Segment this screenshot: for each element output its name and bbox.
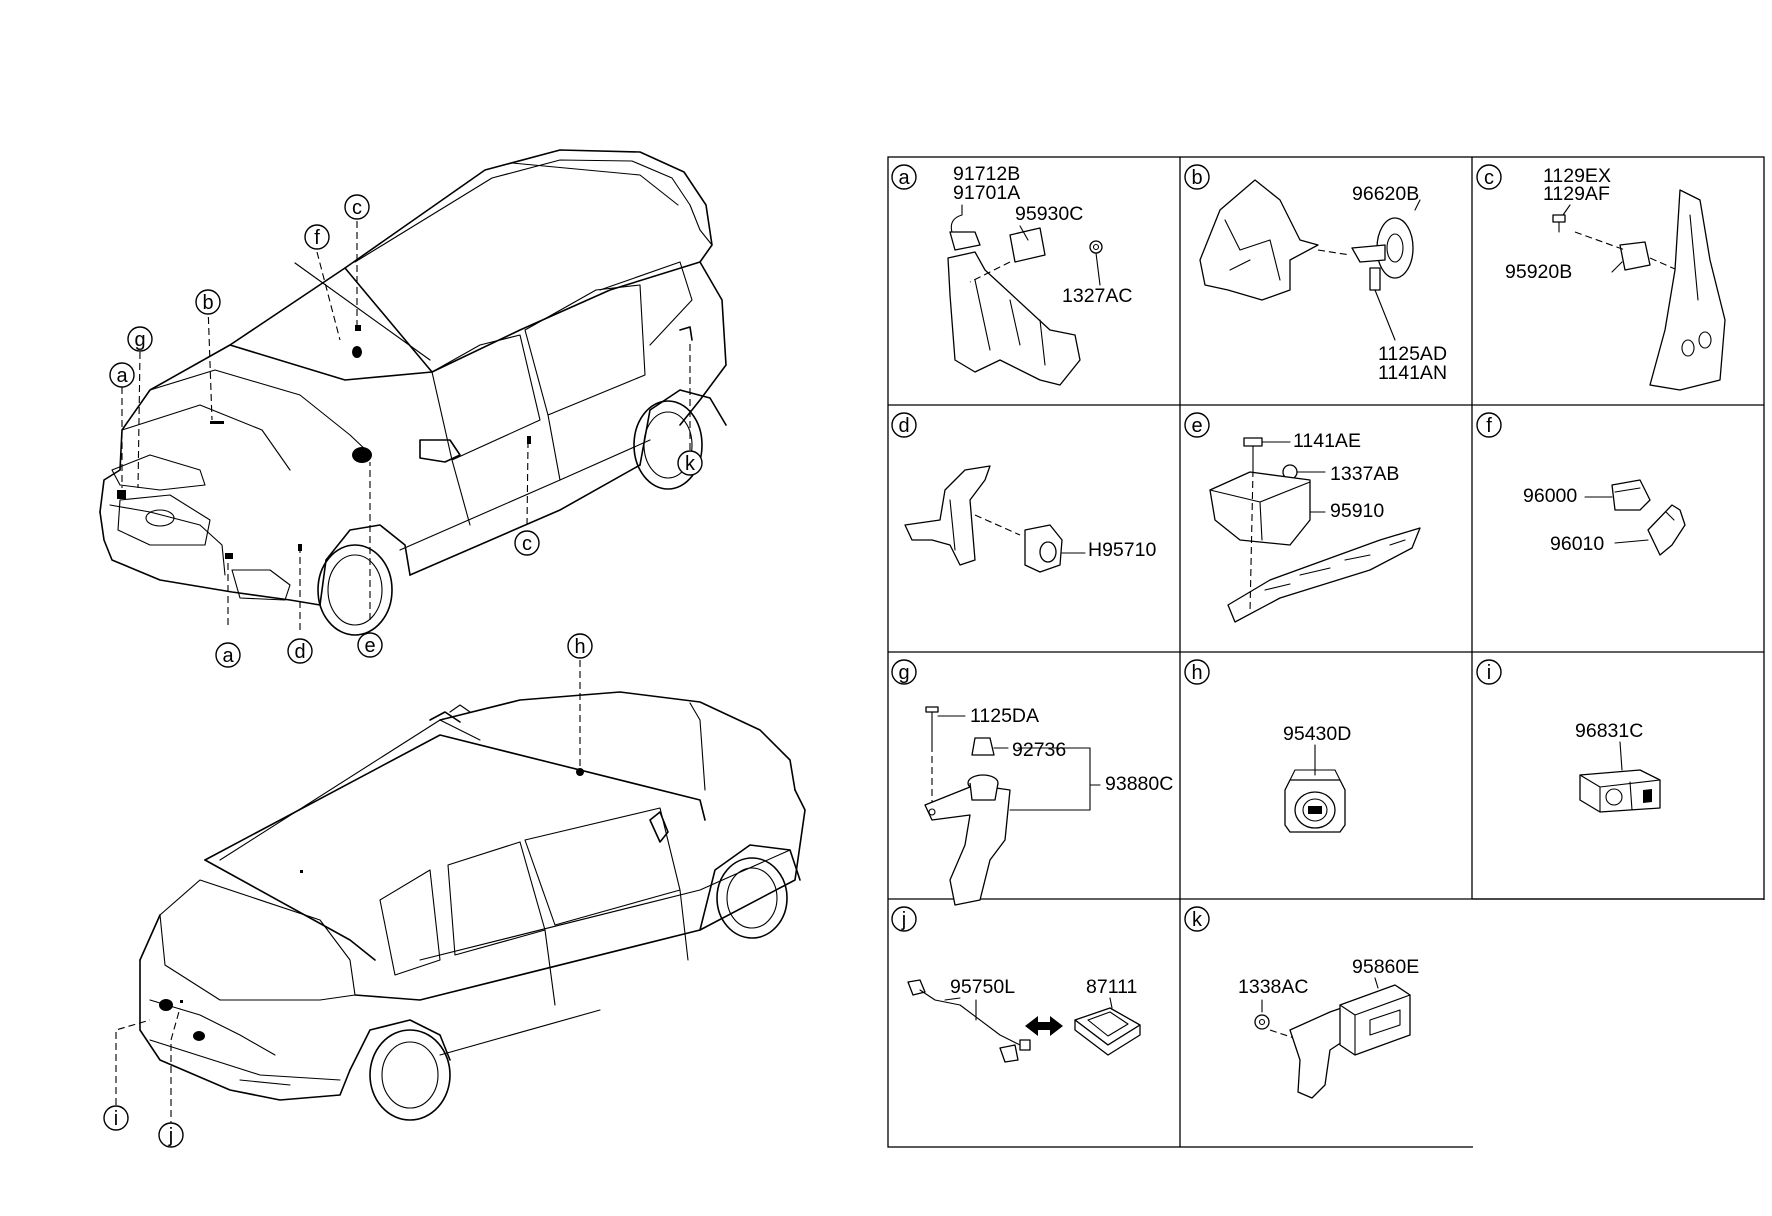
svg-text:k: k bbox=[1192, 909, 1203, 931]
callout-c-door[interactable]: c bbox=[514, 530, 540, 556]
part-1338AC[interactable]: 1338AC bbox=[1238, 976, 1308, 998]
cell-letter-f[interactable]: f bbox=[1476, 412, 1502, 438]
cell-b-content: 96620B 1125AD 1141AN bbox=[1199, 179, 1447, 384]
part-96010[interactable]: 96010 bbox=[1550, 533, 1604, 555]
part-92736[interactable]: 92736 bbox=[1012, 739, 1066, 761]
svg-text:f: f bbox=[314, 227, 320, 249]
svg-text:j: j bbox=[901, 909, 906, 931]
cell-letter-g[interactable]: g bbox=[891, 659, 917, 685]
cell-letter-j[interactable]: j bbox=[891, 906, 917, 932]
part-1327AC[interactable]: 1327AC bbox=[1062, 285, 1132, 307]
cell-letters: a b c d e f g h i j k bbox=[891, 164, 1502, 932]
part-95750L[interactable]: 95750L bbox=[950, 976, 1015, 998]
svg-text:a: a bbox=[116, 365, 128, 387]
svg-text:c: c bbox=[1484, 167, 1494, 189]
cell-letter-k[interactable]: k bbox=[1184, 906, 1210, 932]
cell-letter-e[interactable]: e bbox=[1184, 412, 1210, 438]
cell-letter-d[interactable]: d bbox=[891, 412, 917, 438]
svg-text:b: b bbox=[202, 292, 213, 314]
svg-text:i: i bbox=[1487, 662, 1491, 684]
svg-text:h: h bbox=[574, 636, 585, 658]
cell-a-content: 91712B 91701A 95930C 1327AC bbox=[947, 163, 1132, 386]
svg-text:g: g bbox=[134, 329, 145, 351]
part-95430D[interactable]: 95430D bbox=[1283, 723, 1351, 745]
part-91712B[interactable]: 91712B bbox=[953, 163, 1020, 185]
callout-j[interactable]: j bbox=[158, 1122, 184, 1148]
callout-g[interactable]: g bbox=[127, 326, 153, 352]
callout-c-top[interactable]: c bbox=[344, 194, 370, 220]
cell-e-content: 1141AE 1337AB 95910 bbox=[1209, 430, 1421, 623]
part-1337AB[interactable]: 1337AB bbox=[1330, 463, 1399, 485]
callout-i[interactable]: i bbox=[103, 1105, 129, 1131]
cell-g-content: 1125DA 92736 93880C bbox=[924, 705, 1173, 906]
svg-text:c: c bbox=[352, 197, 362, 219]
svg-text:a: a bbox=[898, 167, 910, 189]
cell-h-content: 95430D bbox=[1283, 723, 1351, 833]
svg-text:a: a bbox=[222, 645, 234, 667]
cell-letter-a[interactable]: a bbox=[891, 164, 917, 190]
cell-letter-b[interactable]: b bbox=[1184, 164, 1210, 190]
part-H95710[interactable]: H95710 bbox=[1088, 539, 1156, 561]
rear-car-callouts: h i j bbox=[103, 633, 593, 1148]
part-87111[interactable]: 87111 bbox=[1086, 976, 1137, 998]
rear-car-illustration bbox=[115, 660, 806, 1128]
callout-h[interactable]: h bbox=[567, 633, 593, 659]
part-96831C[interactable]: 96831C bbox=[1575, 720, 1643, 742]
part-96620B[interactable]: 96620B bbox=[1352, 183, 1419, 205]
cell-letter-c[interactable]: c bbox=[1476, 164, 1502, 190]
callout-e[interactable]: e bbox=[357, 632, 383, 658]
svg-text:e: e bbox=[1191, 415, 1202, 437]
front-car-illustration bbox=[99, 149, 727, 636]
svg-text:h: h bbox=[1191, 662, 1202, 684]
svg-text:i: i bbox=[114, 1108, 118, 1130]
svg-text:g: g bbox=[898, 662, 909, 684]
cell-f-content: 96000 96010 bbox=[1523, 479, 1686, 556]
part-1141AE[interactable]: 1141AE bbox=[1293, 430, 1361, 452]
callout-f[interactable]: f bbox=[304, 224, 330, 250]
cell-d-content: H95710 bbox=[904, 465, 1156, 573]
cell-letter-i[interactable]: i bbox=[1476, 659, 1502, 685]
callout-d[interactable]: d bbox=[287, 638, 313, 664]
part-95930C[interactable]: 95930C bbox=[1015, 203, 1083, 225]
svg-text:e: e bbox=[364, 635, 375, 657]
part-1141AN[interactable]: 1141AN bbox=[1378, 362, 1447, 384]
callout-a-bottom[interactable]: a bbox=[215, 642, 241, 668]
part-95910[interactable]: 95910 bbox=[1330, 500, 1384, 522]
svg-text:b: b bbox=[1191, 167, 1202, 189]
part-1125DA[interactable]: 1125DA bbox=[970, 705, 1039, 727]
part-1125AD[interactable]: 1125AD bbox=[1378, 343, 1447, 365]
callout-a[interactable]: a bbox=[109, 362, 135, 388]
cell-c-content: 1129EX 1129AF 95920B bbox=[1505, 165, 1726, 391]
part-91701A[interactable]: 91701A bbox=[953, 182, 1020, 204]
cell-k-content: 1338AC 95860E bbox=[1238, 956, 1419, 1099]
svg-text:c: c bbox=[522, 533, 532, 555]
cell-j-content: 95750L 87111 bbox=[907, 976, 1141, 1063]
svg-text:j: j bbox=[168, 1125, 173, 1147]
part-95860E[interactable]: 95860E bbox=[1352, 956, 1419, 978]
svg-text:f: f bbox=[1486, 415, 1492, 437]
svg-text:k: k bbox=[685, 453, 696, 475]
cell-i-content: 96831C bbox=[1575, 720, 1661, 813]
part-96000[interactable]: 96000 bbox=[1523, 485, 1577, 507]
callout-b[interactable]: b bbox=[195, 289, 221, 315]
front-car-callouts: a g b f c a d e c k bbox=[109, 194, 703, 668]
svg-text:d: d bbox=[898, 415, 909, 437]
cell-letter-h[interactable]: h bbox=[1184, 659, 1210, 685]
parts-grid bbox=[887, 156, 1768, 1150]
part-1129EX[interactable]: 1129EX bbox=[1543, 165, 1611, 187]
double-arrow-icon bbox=[1025, 1016, 1063, 1036]
part-95920B[interactable]: 95920B bbox=[1505, 261, 1572, 283]
part-1129AF[interactable]: 1129AF bbox=[1543, 183, 1610, 205]
callout-k[interactable]: k bbox=[677, 450, 703, 476]
svg-text:d: d bbox=[294, 641, 305, 663]
part-93880C[interactable]: 93880C bbox=[1105, 773, 1173, 795]
